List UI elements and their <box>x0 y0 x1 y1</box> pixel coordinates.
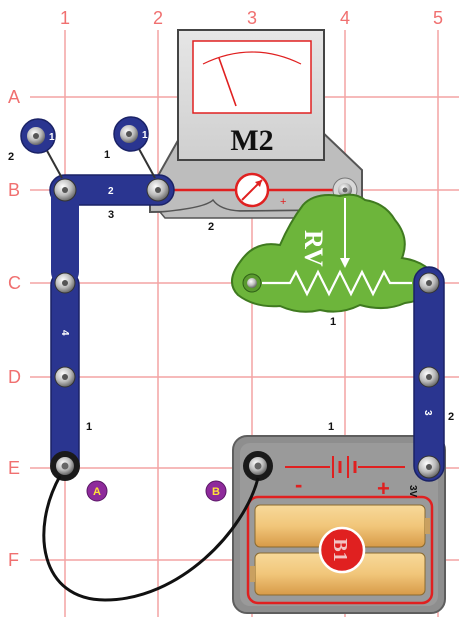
battery-symbol <box>285 456 405 478</box>
row-label-a: A <box>8 87 20 107</box>
row-label-d: D <box>8 367 21 387</box>
snap-strip-b-row[interactable]: 2 <box>49 174 175 286</box>
strip-number-right: 3 <box>422 410 433 416</box>
layer-number-2-right: 2 <box>448 411 454 423</box>
potentiometer-rv[interactable]: RV <box>231 193 440 313</box>
layer-number-1-left: 1 <box>86 421 92 433</box>
row-label-e: E <box>8 458 20 478</box>
battery-badge <box>318 526 366 574</box>
row-label-f: F <box>8 550 19 570</box>
battery-plus: + <box>377 476 390 501</box>
single-snap-mid-number: 1 <box>142 130 148 141</box>
layer-numbers: 2 1 3 2 1 1 1 2 <box>8 149 454 433</box>
resistor-symbol <box>262 269 412 297</box>
layer-number-2-meter: 2 <box>208 221 214 233</box>
strip-number-b: 2 <box>108 186 114 197</box>
battery-holder[interactable]: B1 - + 3V <box>232 435 446 614</box>
badge-a: A <box>86 480 108 502</box>
battery-label: B1 <box>329 538 351 561</box>
rv-label: RV <box>299 230 328 267</box>
meter-plus-mark: + <box>280 196 286 208</box>
layer-number-1-mid: 1 <box>104 149 110 161</box>
badge-a-label: A <box>93 486 101 498</box>
single-snap-left-number: 1 <box>49 132 55 143</box>
layer-number-3-b: 3 <box>108 209 114 221</box>
badge-b: B <box>205 480 227 502</box>
rv-snap-left[interactable] <box>247 278 257 288</box>
column-label-5: 5 <box>433 8 443 28</box>
column-label-4: 4 <box>340 8 350 28</box>
battery-voltage: 3V <box>407 485 418 498</box>
layer-number-1-battery: 1 <box>328 421 334 433</box>
column-label-3: 3 <box>247 8 257 28</box>
single-snap-left[interactable]: 1 <box>20 118 63 179</box>
row-label-c: C <box>8 273 21 293</box>
meter-needle <box>218 57 237 107</box>
column-label-2: 2 <box>153 8 163 28</box>
snap-connectors <box>50 178 441 481</box>
layer-number-1-rv: 1 <box>330 316 336 328</box>
meter-label: M2 <box>230 124 273 157</box>
meter-m2[interactable]: M2 + <box>149 29 363 219</box>
layer-number-2-left: 2 <box>8 151 14 163</box>
row-label-b: B <box>8 180 20 200</box>
single-snap-mid[interactable]: 1 <box>113 116 156 179</box>
strip-number-left: 4 <box>59 330 70 336</box>
badge-b-label: B <box>212 486 220 498</box>
jumper-wire[interactable] <box>42 475 260 602</box>
meter-face <box>192 40 312 114</box>
battery-minus: - <box>295 472 302 497</box>
column-label-1: 1 <box>60 8 70 28</box>
